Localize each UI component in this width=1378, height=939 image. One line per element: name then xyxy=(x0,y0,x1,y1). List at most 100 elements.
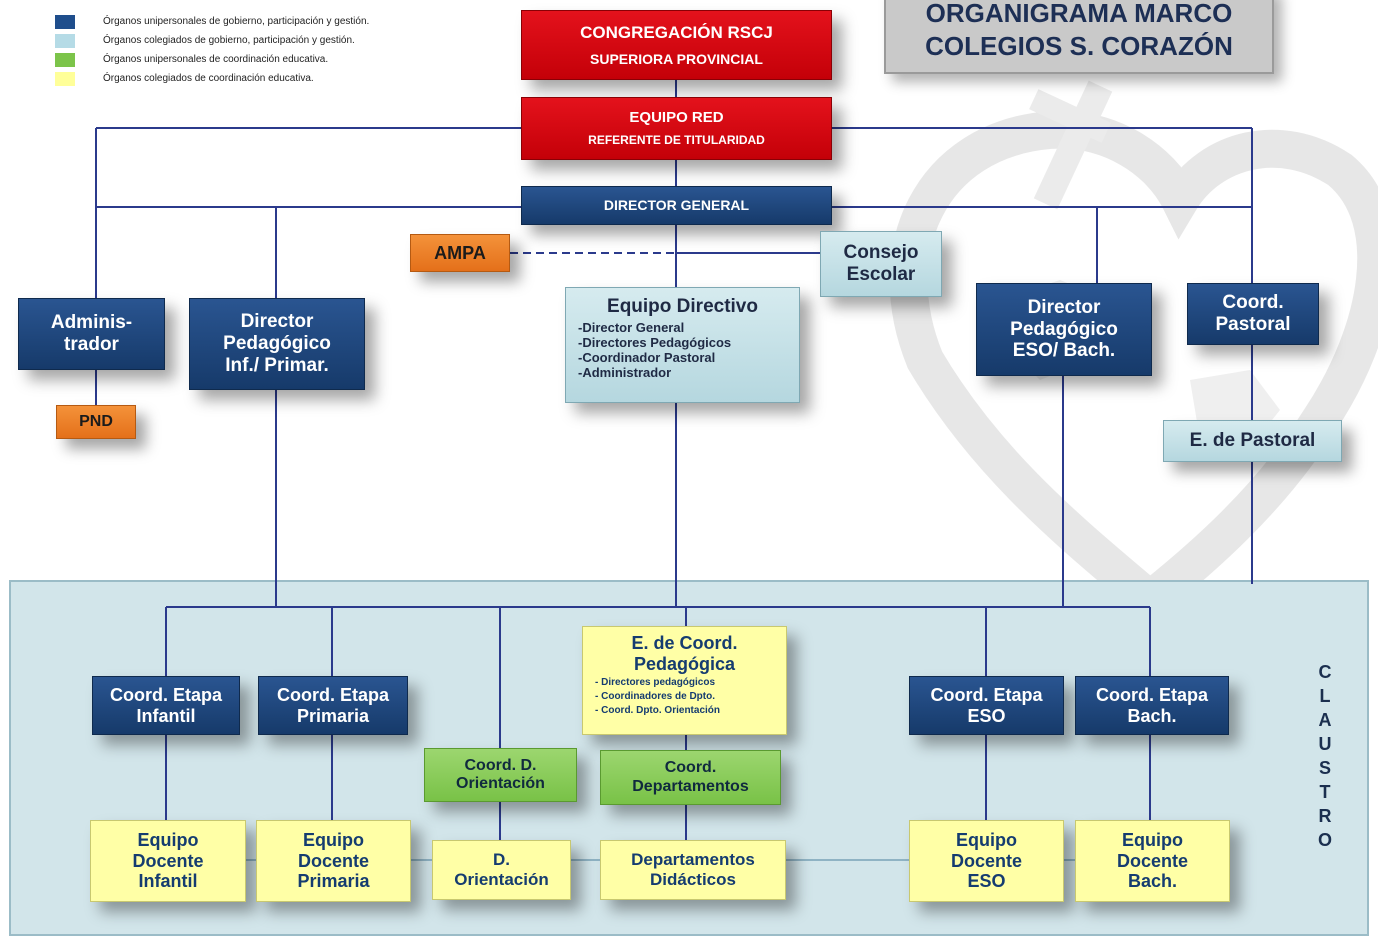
legend-text: Órganos colegiados de gobierno, particip… xyxy=(103,35,355,46)
node-congregacion-line1: CONGREGACIÓN RSCJ xyxy=(580,23,773,43)
claustro-letter: U xyxy=(1318,734,1332,754)
legend-swatch xyxy=(55,33,75,48)
node-ecp-line1: E. de Coord. xyxy=(631,633,738,653)
node-eq-inf-line3: Infantil xyxy=(138,871,198,892)
legend-item: Órganos unipersonales de gobierno, parti… xyxy=(55,12,369,31)
node-director-eso-bach: Director Pedagógico ESO/ Bach. xyxy=(976,283,1152,376)
node-dir-eso-line2: Pedagógico xyxy=(1010,318,1118,340)
node-congregacion: CONGREGACIÓN RSCJ SUPERIORA PROVINCIAL xyxy=(521,10,832,80)
node-director-general: DIRECTOR GENERAL xyxy=(521,186,832,225)
node-administrador-line1: Adminis- xyxy=(50,312,133,334)
claustro-letter: T xyxy=(1319,782,1331,802)
node-equipo-red-line2: REFERENTE DE TITULARIDAD xyxy=(588,133,765,148)
node-dir-inf-line2: Pedagógico xyxy=(223,333,331,355)
node-departamentos-didacticos: Departamentos Didácticos xyxy=(600,840,786,900)
ecp-item: - Coordinadores de Dpto. xyxy=(595,691,715,703)
node-coord-bach-line1: Coord. Etapa xyxy=(1095,684,1208,705)
node-administrador: Adminis- trador xyxy=(18,298,165,370)
node-coord-orient-line2: Orientación xyxy=(456,775,545,792)
title-line-1: ORGANIGRAMA MARCO xyxy=(925,0,1233,28)
node-coord-bach: Coord. Etapa Bach. xyxy=(1075,676,1229,735)
node-coord-bach-line2: Bach. xyxy=(1127,705,1177,726)
legend-text: Órganos unipersonales de coordinación ed… xyxy=(103,54,329,65)
node-pnd-label: PND xyxy=(79,412,113,430)
node-equipo-infantil: Equipo Docente Infantil xyxy=(90,820,246,902)
node-dir-inf-line1: Director xyxy=(240,311,314,333)
node-ampa-label: AMPA xyxy=(434,242,486,263)
claustro-letter: R xyxy=(1318,806,1332,826)
node-coord-dptos-line1: Coord. xyxy=(664,759,717,777)
node-equipo-bach: Equipo Docente Bach. xyxy=(1075,820,1230,902)
node-administrador-line2: trador xyxy=(64,334,119,355)
node-eq-prim-line2: Docente xyxy=(297,850,369,871)
node-pnd: PND xyxy=(56,405,136,439)
node-consejo-escolar: Consejo Escolar xyxy=(820,231,942,297)
node-eq-eso-line3: ESO xyxy=(967,871,1006,892)
node-equipo-directivo: Equipo Directivo -Director General -Dire… xyxy=(565,287,800,403)
node-congregacion-line2: SUPERIORA PROVINCIAL xyxy=(590,50,763,67)
claustro-label: C L A U S T R O xyxy=(1310,660,1340,852)
equipo-directivo-item: -Director General xyxy=(578,319,685,335)
node-coord-infantil: Coord. Etapa Infantil xyxy=(92,676,240,735)
node-eq-eso-line1: Equipo xyxy=(956,829,1017,850)
node-eq-prim-line1: Equipo xyxy=(303,829,364,850)
ecp-item: - Directores pedagógicos xyxy=(595,677,716,689)
node-dir-inf-line3: Inf./ Primar. xyxy=(225,354,329,376)
node-eq-bach-line2: Docente xyxy=(1116,850,1188,871)
node-equipo-directivo-title: Equipo Directivo xyxy=(607,296,758,317)
legend-swatch xyxy=(55,14,75,29)
legend: Órganos unipersonales de gobierno, parti… xyxy=(55,12,369,88)
equipo-directivo-item: -Directores Pedagógicos xyxy=(578,334,732,350)
legend-item: Órganos colegiados de gobierno, particip… xyxy=(55,31,369,50)
node-coord-infantil-line1: Coord. Etapa xyxy=(109,684,222,705)
node-coord-eso-line1: Coord. Etapa xyxy=(930,684,1043,705)
node-consejo-line1: Consejo xyxy=(843,242,919,264)
node-d-orient-line2: Orientación xyxy=(454,870,549,889)
node-eq-bach-line1: Equipo xyxy=(1122,829,1183,850)
claustro-letter: O xyxy=(1317,830,1332,850)
node-coord-pastoral: Coord. Pastoral xyxy=(1187,283,1319,345)
claustro-letter: S xyxy=(1318,758,1331,778)
node-coord-pastoral-line2: Pastoral xyxy=(1215,314,1291,335)
node-eq-prim-line3: Primaria xyxy=(297,871,370,892)
claustro-letter: L xyxy=(1319,686,1331,706)
claustro-letter: C xyxy=(1318,662,1332,682)
node-e-coord-pedagogica: E. de Coord. Pedagógica - Directores ped… xyxy=(582,626,787,735)
node-coord-eso: Coord. Etapa ESO xyxy=(909,676,1064,735)
node-coord-primaria-line2: Primaria xyxy=(296,705,370,726)
legend-item: Órganos unipersonales de coordinación ed… xyxy=(55,50,369,69)
node-coord-primaria: Coord. Etapa Primaria xyxy=(258,676,408,735)
node-equipo-primaria: Equipo Docente Primaria xyxy=(256,820,411,902)
node-dir-eso-line3: ESO/ Bach. xyxy=(1012,340,1116,362)
node-eq-eso-line2: Docente xyxy=(950,850,1022,871)
node-coord-primaria-line1: Coord. Etapa xyxy=(276,684,389,705)
node-dptos-line2: Didácticos xyxy=(650,870,736,889)
node-coord-pastoral-line1: Coord. xyxy=(1222,292,1284,314)
node-eq-inf-line1: Equipo xyxy=(137,829,199,850)
title-line-2: COLEGIOS S. CORAZÓN xyxy=(925,30,1233,61)
node-ampa: AMPA xyxy=(410,234,510,272)
node-equipo-eso: Equipo Docente ESO xyxy=(909,820,1064,902)
node-equipo-red: EQUIPO RED REFERENTE DE TITULARIDAD xyxy=(521,97,832,160)
node-coord-departamentos: Coord. Departamentos xyxy=(600,750,781,805)
node-director-inf-prim: Director Pedagógico Inf./ Primar. xyxy=(189,298,365,390)
legend-item: Órganos colegiados de coordinación educa… xyxy=(55,69,369,88)
node-coord-orient-line1: Coord. D. xyxy=(464,756,537,774)
equipo-directivo-item: -Coordinador Pastoral xyxy=(578,349,716,365)
legend-text: Órganos colegiados de coordinación educa… xyxy=(103,73,314,84)
node-eq-bach-line3: Bach. xyxy=(1127,871,1178,892)
equipo-directivo-item: -Administrador xyxy=(578,364,672,380)
claustro-letter: A xyxy=(1318,710,1332,730)
node-equipo-red-line1: EQUIPO RED xyxy=(629,108,724,126)
node-dptos-line1: Departamentos xyxy=(631,850,755,870)
node-coord-orientacion: Coord. D. Orientación xyxy=(424,748,577,802)
node-dir-eso-line1: Director xyxy=(1027,296,1101,318)
node-director-general-label: DIRECTOR GENERAL xyxy=(603,197,750,214)
node-coord-dptos-line2: Departamentos xyxy=(632,777,749,795)
chart-title: ORGANIGRAMA MARCO COLEGIOS S. CORAZÓN xyxy=(884,0,1274,74)
node-coord-eso-line2: ESO xyxy=(967,705,1006,726)
node-d-orient-line1: D. xyxy=(493,850,510,870)
node-eq-inf-line2: Docente xyxy=(132,850,204,871)
node-d-orientacion: D. Orientación xyxy=(432,840,571,900)
